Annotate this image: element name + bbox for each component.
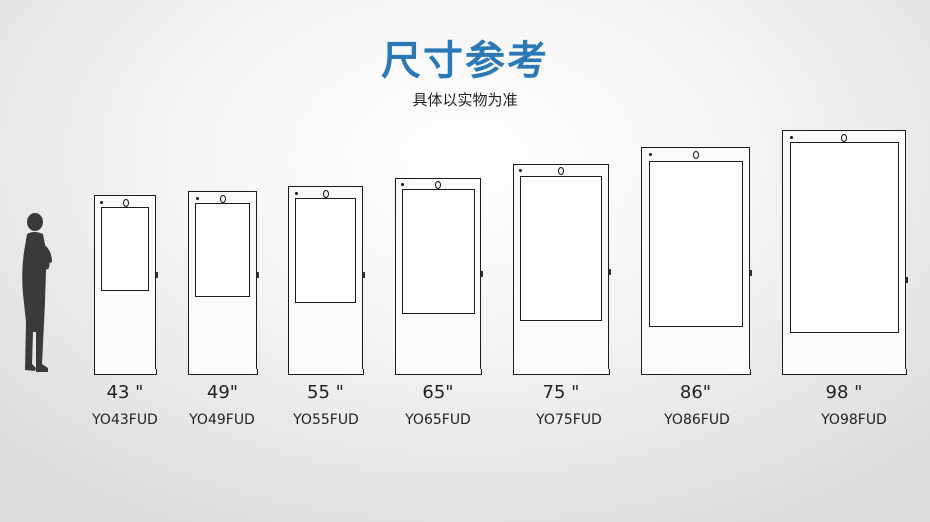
kiosk-55 xyxy=(287,186,365,375)
camera-icon xyxy=(558,167,564,175)
camera-icon xyxy=(220,195,226,203)
model-label: YO65FUD xyxy=(405,412,471,428)
size-label: 98 " xyxy=(825,382,863,403)
display-screen xyxy=(790,142,899,333)
page-title: 尺寸参考 xyxy=(381,38,549,84)
camera-icon xyxy=(123,199,129,207)
camera-icon xyxy=(323,190,329,198)
display-screen xyxy=(649,161,743,327)
kiosk-98 xyxy=(781,130,908,375)
kiosk-75 xyxy=(512,164,611,375)
page-subtitle: 具体以实物为准 xyxy=(412,91,518,109)
sensor-dot xyxy=(519,169,522,172)
size-label: 86" xyxy=(679,382,712,403)
kiosk-65 xyxy=(394,178,483,375)
sensor-dot xyxy=(295,192,298,195)
display-screen xyxy=(195,203,250,297)
camera-icon xyxy=(435,181,441,189)
model-label: YO86FUD xyxy=(664,412,730,428)
size-label: 65" xyxy=(422,382,454,403)
model-label: YO49FUD xyxy=(189,412,255,428)
kiosk-86 xyxy=(640,147,752,375)
display-screen xyxy=(295,198,356,303)
model-label: YO98FUD xyxy=(821,412,887,428)
sensor-dot xyxy=(790,136,793,139)
size-label: 55 " xyxy=(307,382,344,403)
display-screen xyxy=(101,207,149,291)
camera-icon xyxy=(841,134,847,142)
size-label: 75 " xyxy=(542,382,580,403)
sensor-dot xyxy=(196,197,199,200)
person-silhouette-icon xyxy=(22,213,52,372)
sensor-dot xyxy=(401,183,404,186)
kiosk-43 xyxy=(93,195,158,375)
size-label: 49" xyxy=(206,382,239,403)
model-label: YO75FUD xyxy=(536,412,602,428)
size-label: 43 " xyxy=(106,382,144,403)
sensor-dot xyxy=(649,153,652,156)
camera-icon xyxy=(693,151,699,159)
display-screen xyxy=(402,189,475,314)
display-screen xyxy=(520,176,602,321)
model-label: YO43FUD xyxy=(92,412,158,428)
kiosk-49 xyxy=(187,191,259,375)
model-label: YO55FUD xyxy=(293,412,359,428)
sensor-dot xyxy=(100,201,103,204)
